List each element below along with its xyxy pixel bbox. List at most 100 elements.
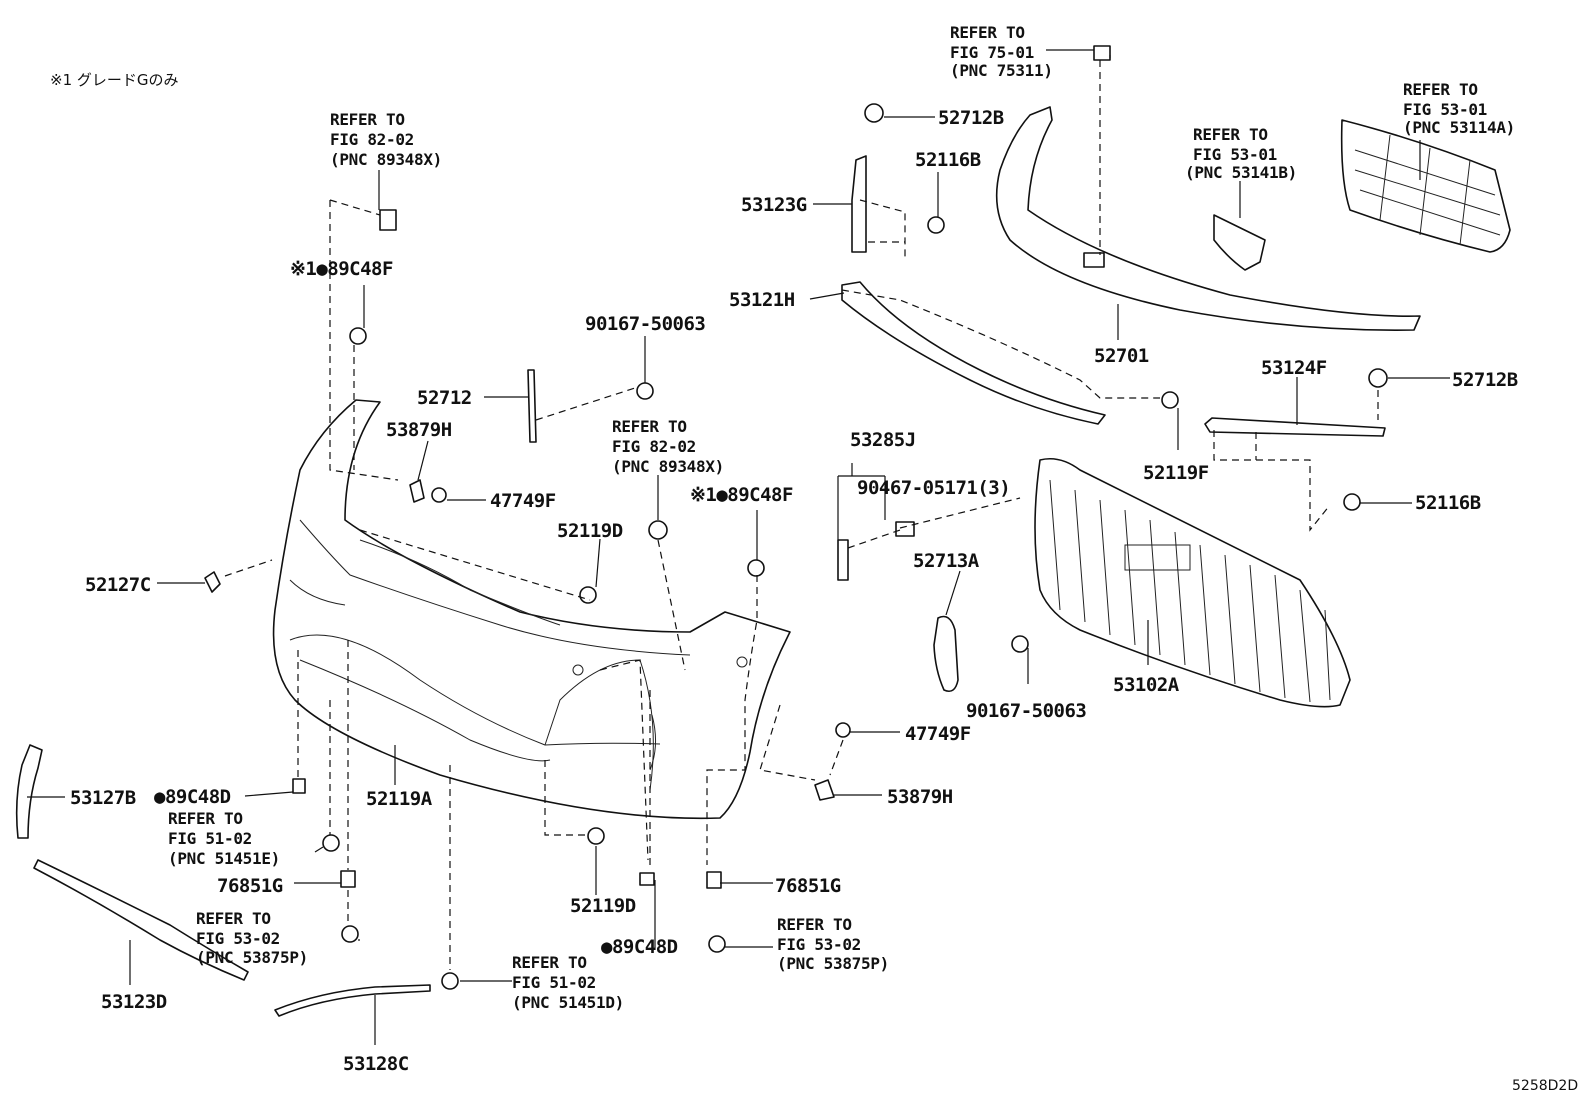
part-53124f [1204, 417, 1386, 437]
clip-47749f-left [431, 487, 447, 503]
part-53102a-grille [1034, 457, 1351, 708]
ref-line: REFER TO [512, 953, 587, 972]
label-53102a: 53102A [1113, 674, 1180, 696]
fasteners [292, 45, 1388, 990]
part-53879h-left [409, 479, 425, 503]
ref-line: REFER TO [196, 909, 271, 928]
label-53285j: 53285J [850, 429, 916, 451]
label-89c48f-left: ※1●89C48F [290, 258, 393, 280]
label-47749f-left: 47749F [490, 490, 556, 512]
ref-line: (PNC 75311) [950, 61, 1053, 80]
part-number-labels: ※1●89C48F ※1●89C48F 52712B 52712B 52116B… [70, 107, 1518, 1075]
part-90467-clip [895, 521, 915, 537]
screw-53875p-left [341, 925, 359, 943]
ref-fig-75-01: REFER TO FIG 75-01 (PNC 75311) [950, 23, 1053, 80]
label-90167-lower: 90167-50063 [966, 700, 1086, 722]
screw-52119d-lower [587, 827, 605, 845]
label-90167-upper: 90167-50063 [585, 313, 705, 335]
label-53123g: 53123G [741, 194, 807, 216]
label-52119d-lower: 52119D [570, 895, 636, 917]
ref-line: REFER TO [1403, 80, 1478, 99]
label-89c48d-left: ●89C48D [154, 786, 231, 808]
clip-52712b-left [864, 103, 884, 123]
clip-75311 [1093, 45, 1111, 61]
ref-line: FIG 53-02 [777, 935, 861, 954]
part-52712-bracket [527, 369, 537, 443]
label-52116b-right: 52116B [1415, 492, 1481, 514]
ref-fig-82-02-upper: REFER TO FIG 82-02 (PNC 89348X) [330, 110, 442, 169]
label-76851g-left: 76851G [217, 875, 283, 897]
label-52119d-upper: 52119D [557, 520, 623, 542]
ref-fig-53-01-bracket: REFER TO FIG 53-01 (PNC 53141B) [1185, 125, 1297, 182]
part-52701-tab [1083, 252, 1105, 268]
leader-lines [27, 49, 1450, 1045]
ref-line: FIG 51-02 [168, 829, 252, 848]
screw-51451e [322, 834, 340, 852]
ref-line: REFER TO [330, 110, 405, 129]
ref-fig-51-02-lower: REFER TO FIG 51-02 (PNC 51451D) [512, 953, 624, 1012]
part-53123d [33, 859, 249, 981]
clip-52116b-left [927, 216, 945, 234]
ref-line: (PNC 89348X) [612, 457, 724, 476]
bolt-90167-lower [1011, 635, 1029, 653]
ref-line: (PNC 53875P) [196, 948, 308, 967]
label-52713a: 52713A [913, 550, 980, 572]
part-53121h [841, 281, 1106, 425]
bolt-90167-upper [636, 382, 654, 400]
label-90467: 90467-05171(3) [857, 477, 1010, 499]
screw-51451d [441, 972, 459, 990]
label-47749f-right: 47749F [905, 723, 971, 745]
part-53879h-right [814, 779, 835, 801]
label-52712: 52712 [417, 387, 472, 409]
ref-line: REFER TO [168, 809, 243, 828]
label-52127c: 52127C [85, 574, 151, 596]
screw-52119d-upper [579, 586, 597, 604]
ref-line: FIG 53-01 [1403, 100, 1487, 119]
bracket-89348x-center [648, 520, 668, 540]
screw-52119f [1161, 391, 1179, 409]
label-53127b: 53127B [70, 787, 136, 809]
label-53879h-left: 53879H [386, 419, 452, 441]
part-53128c [274, 984, 431, 1017]
diagram-code: 5258D2D [1512, 1078, 1578, 1094]
label-52119a: 52119A [366, 788, 433, 810]
label-52701: 52701 [1094, 345, 1149, 367]
clip-52116b-right [1343, 493, 1361, 511]
ref-line: REFER TO [612, 417, 687, 436]
screw-53875p-right [708, 935, 726, 953]
sensor-89c48d-left [292, 778, 306, 794]
ref-line: FIG 82-02 [330, 130, 414, 149]
part-52701 [995, 106, 1421, 331]
ref-line: (PNC 53114A) [1403, 118, 1515, 137]
ref-line: FIG 75-01 [950, 43, 1034, 62]
part-53285j [837, 539, 849, 581]
label-52119f: 52119F [1143, 462, 1209, 484]
ref-line: (PNC 53141B) [1185, 163, 1297, 182]
label-52712b-right: 52712B [1452, 369, 1518, 391]
sensor-89c48f-right [747, 559, 765, 577]
ref-fig-53-01-grille: REFER TO FIG 53-01 (PNC 53114A) [1403, 80, 1515, 137]
label-53879h-right: 53879H [887, 786, 953, 808]
part-53127b [15, 744, 43, 839]
label-53123d: 53123D [101, 991, 167, 1013]
ref-fig-53-02-left: REFER TO FIG 53-02 (PNC 53875P) [196, 909, 308, 967]
part-53141b [1213, 214, 1266, 271]
label-52116b-left: 52116B [915, 149, 981, 171]
label-53124f: 53124F [1261, 357, 1327, 379]
ref-fig-53-02-right: REFER TO FIG 53-02 (PNC 53875P) [777, 915, 889, 973]
dashed-assembly-lines [224, 60, 1379, 970]
part-52713a [933, 615, 959, 693]
ref-fig-82-02-center: REFER TO FIG 82-02 (PNC 89348X) [612, 417, 724, 476]
label-76851g-right: 76851G [775, 875, 841, 897]
ref-line: FIG 53-02 [196, 929, 280, 948]
ref-line: (PNC 53875P) [777, 954, 889, 973]
nut-76851g-right [706, 871, 722, 889]
sensor-89c48d-lower [639, 872, 655, 886]
label-53128c: 53128C [343, 1053, 409, 1075]
ref-line: FIG 51-02 [512, 973, 596, 992]
clip-52712b-right [1368, 368, 1388, 388]
ref-line: REFER TO [1193, 125, 1268, 144]
grade-note: ※1 グレードGのみ [50, 71, 179, 89]
label-52712b-left: 52712B [938, 107, 1004, 129]
